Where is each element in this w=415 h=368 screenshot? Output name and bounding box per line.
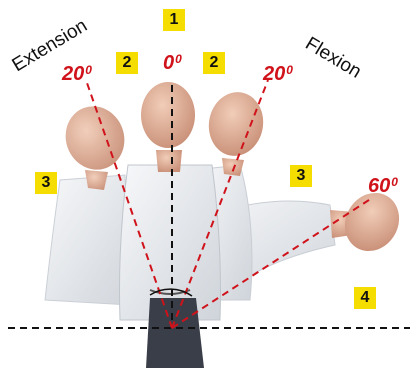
degree-mark: 0 <box>175 52 182 66</box>
degree-mark: 0 <box>391 175 398 189</box>
badge-2-right: 2 <box>203 52 225 74</box>
moderate-flexion-angle-label: 200 <box>263 63 293 85</box>
full-flexion-angle-label: 600 <box>368 175 398 197</box>
badge-4: 4 <box>354 287 376 309</box>
neutral-angle-label: 00 <box>163 52 182 74</box>
badge-2-left: 2 <box>116 52 138 74</box>
badge-3-left: 3 <box>35 172 57 194</box>
full-flexion-angle-value: 60 <box>368 175 390 197</box>
moderate-flexion-angle-value: 20 <box>263 63 285 85</box>
degree-mark: 0 <box>85 63 92 77</box>
degree-mark: 0 <box>286 63 293 77</box>
badge-1: 1 <box>163 9 185 31</box>
badge-3-right: 3 <box>290 165 312 187</box>
extension-angle-label: 200 <box>62 63 92 85</box>
neutral-angle-value: 0 <box>163 52 174 74</box>
extension-angle-value: 20 <box>62 63 84 85</box>
